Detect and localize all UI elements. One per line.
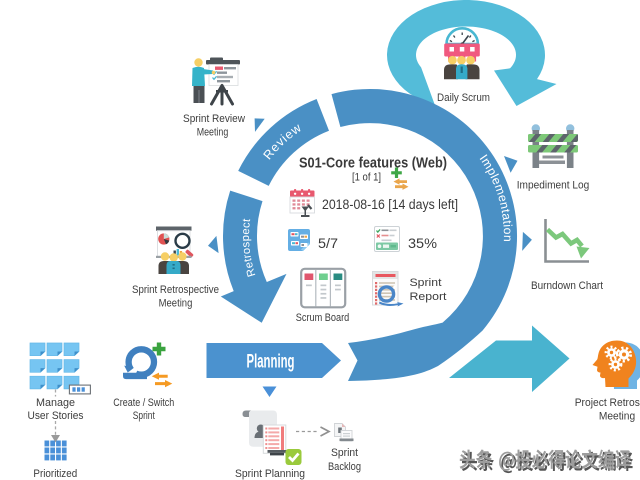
svg-text:Sprint: Sprint	[133, 410, 155, 422]
svg-text:Sprint Retrospective: Sprint Retrospective	[132, 284, 219, 296]
svg-text:Meeting: Meeting	[599, 411, 635, 423]
svg-text:Impediment Log: Impediment Log	[517, 180, 590, 192]
svg-text:Planning: Planning	[247, 350, 295, 372]
svg-text:Sprint: Sprint	[331, 447, 358, 459]
svg-text:User Stories: User Stories	[28, 410, 84, 422]
svg-text:Prioritized: Prioritized	[33, 468, 77, 480]
svg-text:Burndown Chart: Burndown Chart	[531, 280, 603, 292]
svg-text:2018-08-16 [14 days left]: 2018-08-16 [14 days left]	[322, 197, 458, 212]
svg-text:Meeting: Meeting	[159, 298, 193, 310]
svg-text:[1 of 1]: [1 of 1]	[352, 172, 381, 184]
svg-text:35%: 35%	[408, 236, 437, 251]
svg-text:Manage: Manage	[36, 397, 75, 409]
svg-text:Sprint Review: Sprint Review	[183, 113, 245, 125]
svg-text:Create / Switch: Create / Switch	[113, 397, 174, 409]
svg-text:Project Retrospect: Project Retrospect	[575, 397, 640, 409]
svg-text:Report: Report	[410, 291, 447, 303]
svg-text:Backlog: Backlog	[328, 461, 361, 473]
svg-text:Sprint Planning: Sprint Planning	[235, 468, 305, 480]
svg-text:S01-Core features (Web): S01-Core features (Web)	[299, 156, 447, 172]
svg-text:Scrum Board: Scrum Board	[296, 312, 350, 324]
svg-text:Meeting: Meeting	[197, 127, 229, 139]
svg-text:5/7: 5/7	[318, 236, 338, 251]
svg-text:Daily Scrum: Daily Scrum	[437, 92, 490, 104]
svg-text:Sprint: Sprint	[410, 277, 442, 289]
